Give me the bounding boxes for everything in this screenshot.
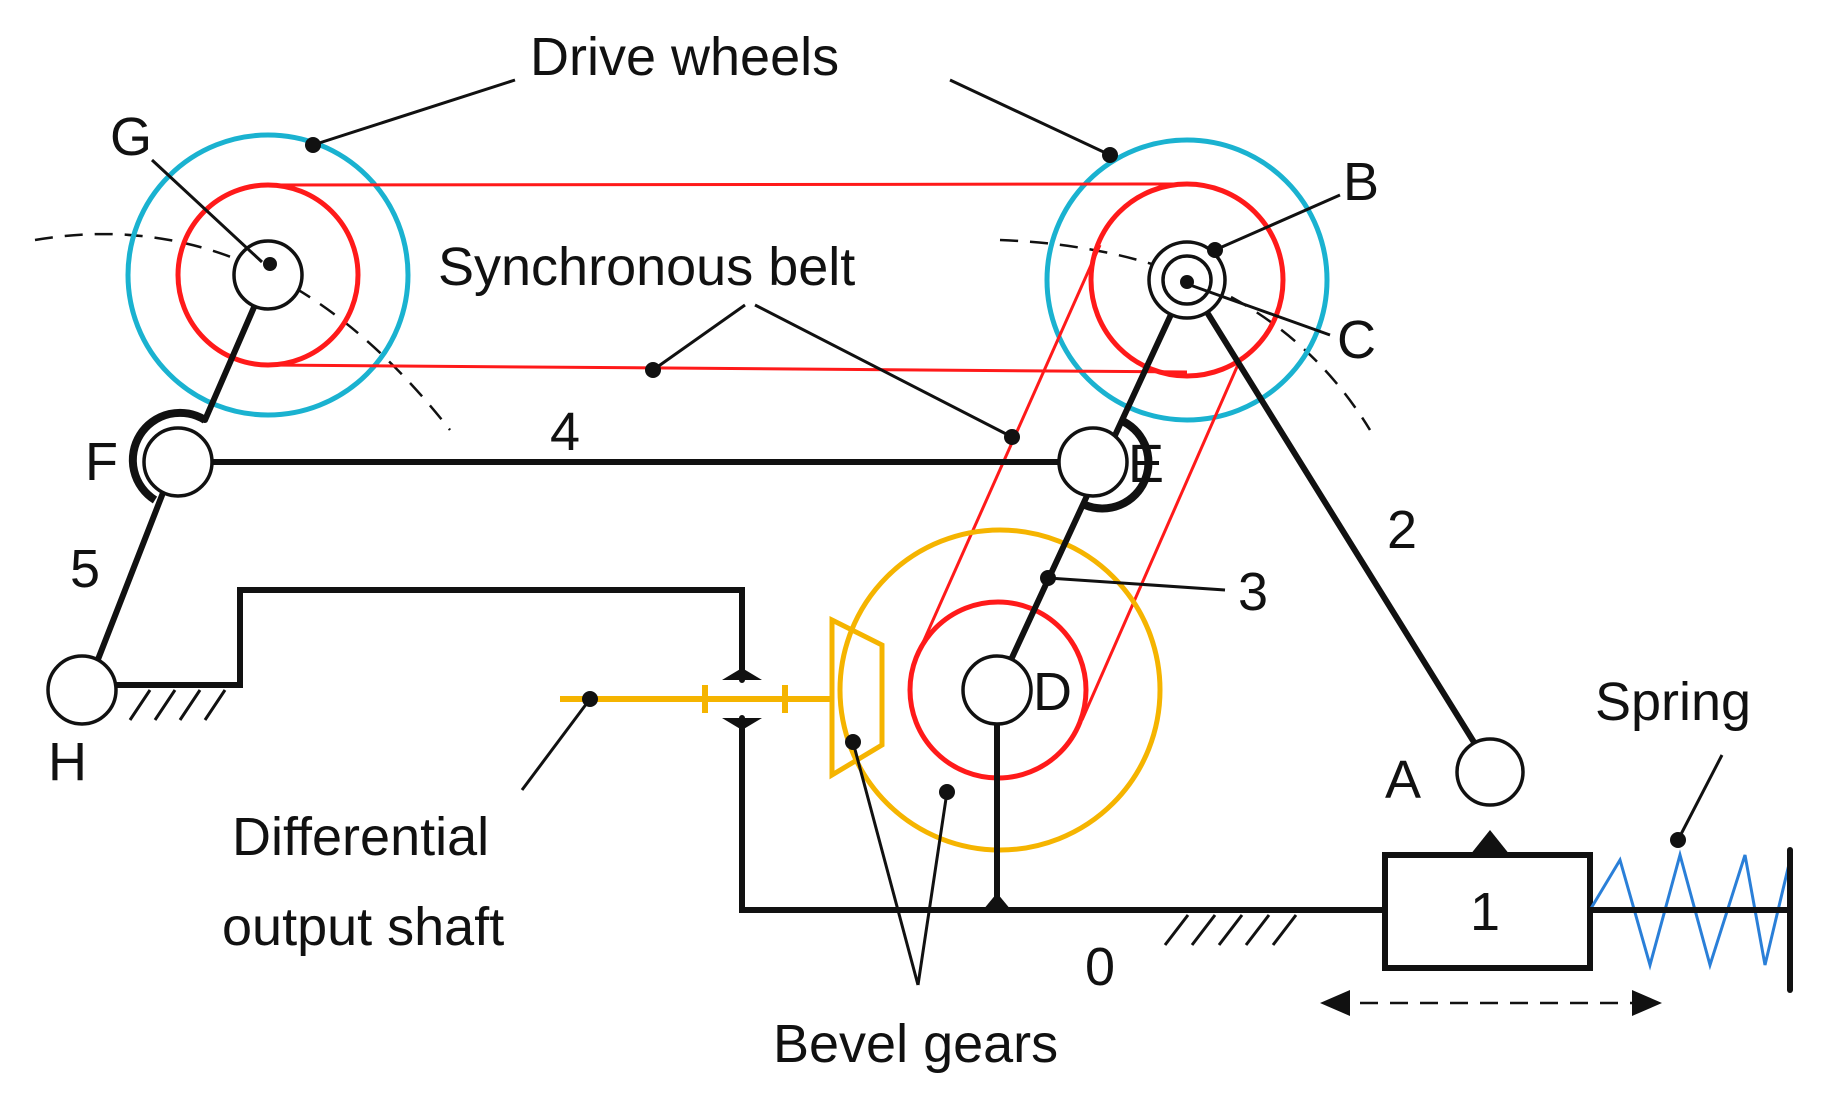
leader-drive-left	[312, 78, 516, 147]
joint-h	[46, 654, 118, 726]
belt-top	[267, 182, 1188, 187]
link-label-5: 5	[70, 539, 100, 599]
leader-dot-bevel-large	[939, 784, 955, 800]
leader-dot-bevel-small	[845, 734, 861, 750]
bearing-top	[722, 668, 762, 680]
leader-belt-1	[652, 303, 746, 372]
ground-hatch-frame	[1163, 914, 1298, 946]
belt-diag-right	[1080, 359, 1242, 721]
point-label-h: H	[48, 732, 87, 792]
belt-diag-left	[911, 244, 1102, 666]
label-spring: Spring	[1595, 672, 1751, 732]
leader-dot-3	[1040, 570, 1056, 586]
point-label-a: A	[1385, 750, 1421, 810]
link-label-3: 3	[1238, 562, 1268, 622]
leader-bevel-large	[916, 791, 949, 986]
leader-dot-output-shaft	[582, 691, 598, 707]
motion-arrow-left	[1320, 990, 1350, 1016]
link-5	[85, 459, 178, 688]
dot-g	[263, 257, 277, 271]
point-label-f: F	[85, 432, 118, 492]
bearing-bottom	[722, 718, 762, 730]
joint-a	[1455, 737, 1525, 807]
leader-belt-2	[754, 303, 1013, 439]
label-synchronous-belt: Synchronous belt	[438, 237, 855, 297]
ground-hatch-h	[128, 689, 227, 721]
drive-wheel-right	[1044, 137, 1330, 423]
leader-dot-drive-right	[1102, 147, 1118, 163]
leader-3	[1047, 576, 1226, 592]
label-differential: Differential	[232, 807, 489, 867]
motion-arrow-right	[1632, 990, 1662, 1016]
leader-g	[150, 158, 264, 264]
leader-output-shaft	[520, 698, 592, 791]
link-label-2: 2	[1387, 500, 1417, 560]
leader-dot-b	[1207, 242, 1223, 258]
link-label-1: 1	[1470, 882, 1500, 942]
joint-f	[142, 426, 214, 498]
joint-d	[961, 654, 1033, 726]
label-drive-wheels: Drive wheels	[530, 27, 839, 87]
label-output-shaft: output shaft	[222, 897, 504, 957]
leader-c	[1189, 283, 1331, 337]
link-2	[1184, 277, 1493, 771]
belt-bottom	[267, 363, 1188, 374]
leader-dot-belt-1	[645, 362, 661, 378]
leader-spring	[1676, 754, 1724, 841]
point-label-d: D	[1033, 662, 1072, 722]
bevel-gear-small	[829, 615, 885, 780]
drive-wheel-left	[125, 132, 411, 418]
frame-lower	[739, 715, 1388, 913]
slider-pin-support	[1470, 830, 1510, 855]
leader-dot-belt-2	[1004, 429, 1020, 445]
point-label-e: E	[1128, 434, 1164, 494]
leader-dot-drive-left	[305, 137, 321, 153]
leader-dot-spring	[1670, 832, 1686, 848]
joint-e	[1057, 426, 1129, 498]
frame-support-d	[983, 893, 1011, 910]
point-label-g: G	[110, 107, 152, 167]
joint-g	[232, 239, 304, 311]
leader-bevel-small	[851, 741, 920, 986]
bearing-f	[128, 408, 208, 504]
frame-upper	[92, 587, 745, 688]
leader-b	[1214, 193, 1341, 252]
point-label-c: C	[1337, 310, 1376, 370]
label-bevel-gears: Bevel gears	[773, 1014, 1058, 1074]
point-label-b: B	[1343, 152, 1379, 212]
link-label-4: 4	[550, 402, 580, 462]
bearing-e	[1083, 416, 1153, 513]
leader-drive-right	[949, 78, 1111, 157]
trajectory-arc-right	[999, 238, 1372, 431]
link-label-0: 0	[1085, 937, 1115, 997]
